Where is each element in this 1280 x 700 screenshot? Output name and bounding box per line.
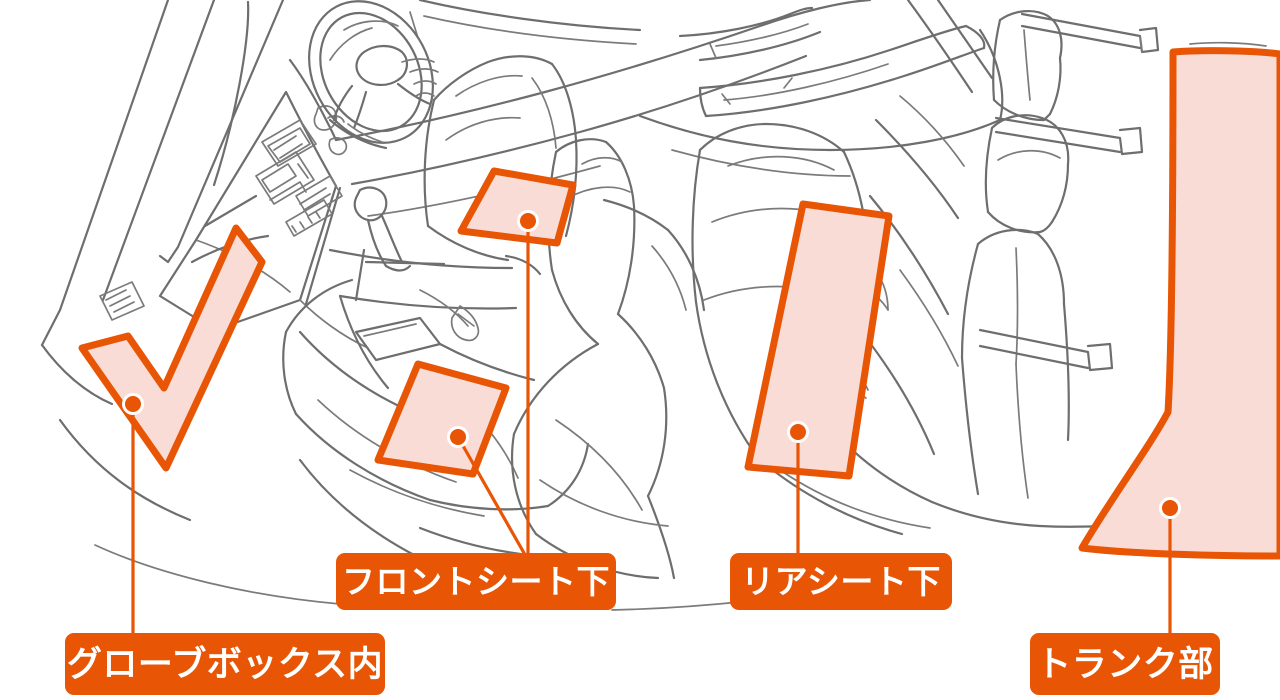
callout-label-trunk[interactable]: トランク部 [1030,633,1220,695]
highlight-center-console-area [457,167,577,247]
highlight-glovebox-area [78,224,266,472]
highlight-rear-seat-cushion-area [744,200,893,480]
body-shell-group [40,0,879,611]
steering-wheel-group [308,0,439,150]
marker-front-seat-cushion [447,426,469,448]
callout-label-front-seat[interactable]: フロントシート下 [336,553,616,610]
marker-front-seat-console [517,210,539,232]
marker-trunk [1159,497,1181,519]
marker-rear-seat [787,421,809,443]
marker-glovebox [122,393,144,415]
highlight-regions-group [78,47,1280,560]
highlight-front-seat-cushion-area [374,360,510,478]
leader-front-seat-cushion [456,436,530,561]
dashboard-group [158,0,1004,349]
center-stack-group [99,105,348,321]
callout-leaders-group [122,210,1181,640]
front-seats-group [282,55,706,580]
callout-label-rear-seat[interactable]: リアシート下 [730,553,952,610]
callout-label-glovebox[interactable]: グローブボックス内 [65,633,385,695]
highlight-trunk-floor-area [1078,47,1280,560]
